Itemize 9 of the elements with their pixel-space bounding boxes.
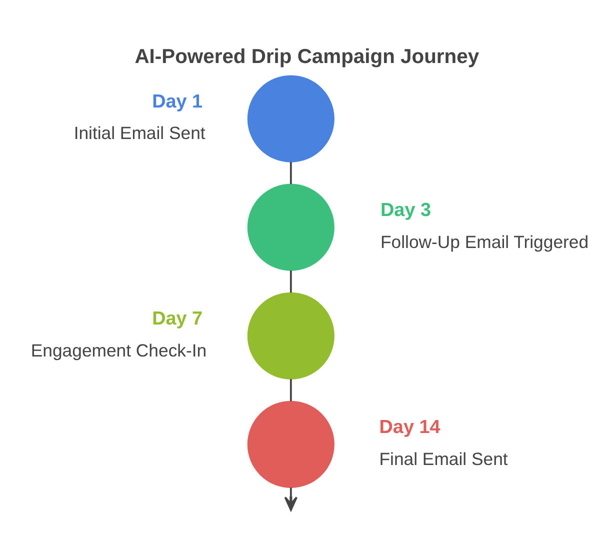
node-label: Day 1 [152,91,203,112]
node-label: Day 3 [380,200,432,221]
node-label: Final Email Sent [379,448,508,469]
diagram-title: AI-Powered Drip Campaign Journey [134,46,480,68]
node-label: Day 14 [379,417,440,438]
node-label: Engagement Check-In [30,340,207,360]
node-label: Initial Email Sent [74,123,206,144]
node-label: Follow-Up Email Triggered [380,232,589,252]
node-label: Day 7 [152,308,203,330]
